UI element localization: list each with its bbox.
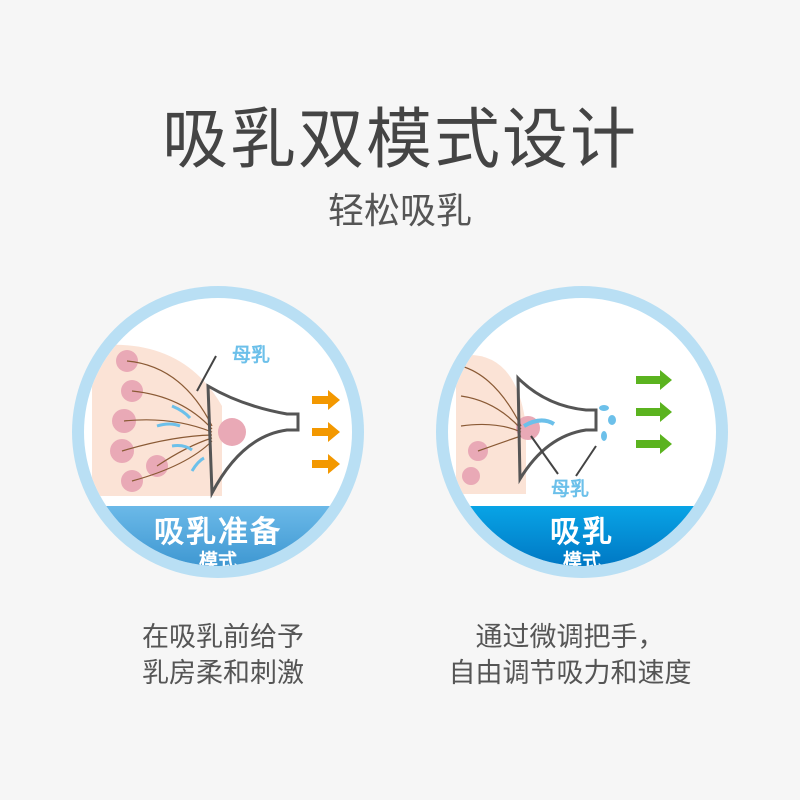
expression-mode-badge: 母乳 吸乳 模式 <box>436 286 728 578</box>
description-line: 在吸乳前给予 <box>142 622 304 653</box>
breast-milk-label: 母乳 <box>232 344 271 366</box>
stimulation-mode-description: 在吸乳前给予 乳房柔和刺激 <box>118 620 328 692</box>
breast-milk-label: 母乳 <box>551 478 590 500</box>
mode-subtitle: 模式 <box>562 550 601 566</box>
description-line: 通过微调把手， <box>475 622 665 653</box>
description-line: 自由调节吸力和速度 <box>448 658 692 689</box>
expression-mode-description: 通过微调把手， 自由调节吸力和速度 <box>420 620 720 692</box>
page-subtitle: 轻松吸乳 <box>327 191 472 232</box>
breast-pump-expression-illustration <box>456 354 672 494</box>
page-title: 吸乳双模式设计 <box>162 101 638 178</box>
mode-title: 吸乳 <box>550 515 614 550</box>
stimulation-mode-badge: 母乳 吸乳准备 模式 <box>72 286 364 578</box>
mode-subtitle: 模式 <box>198 550 237 566</box>
breast-pump-stimulation-illustration <box>92 344 340 499</box>
mode-title: 吸乳准备 <box>154 515 282 550</box>
description-line: 乳房柔和刺激 <box>142 658 304 689</box>
